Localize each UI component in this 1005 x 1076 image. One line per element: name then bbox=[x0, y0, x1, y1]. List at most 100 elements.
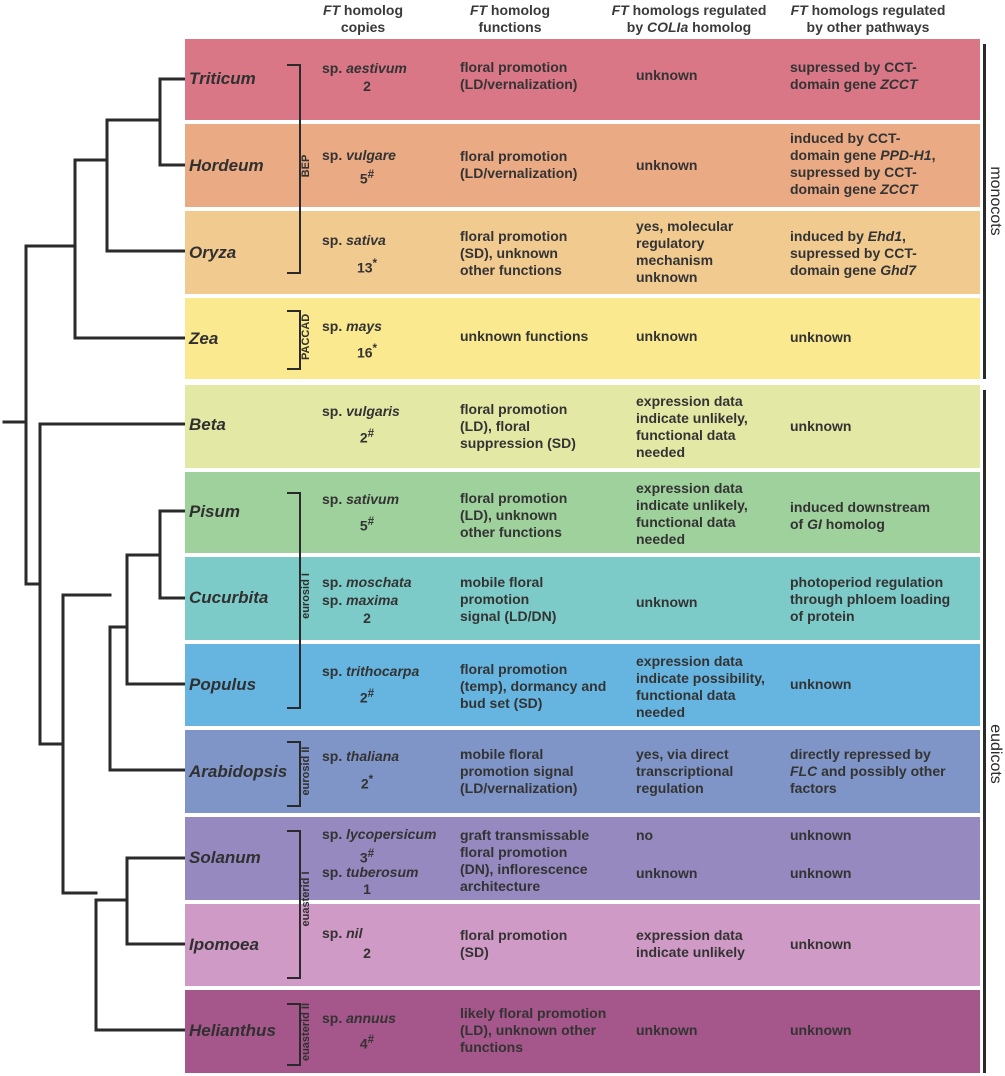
col-regulation-text: unknown bbox=[636, 1022, 698, 1038]
species-line: sp. annuus bbox=[322, 1010, 396, 1026]
genus-label: Zea bbox=[189, 329, 219, 348]
eudicots-line bbox=[983, 390, 986, 1073]
col-regulation-text: yes, via direct transcriptional regulati… bbox=[636, 746, 734, 796]
other-pathway-text: unknown bbox=[790, 1022, 852, 1038]
col-regulation-text: expression data indicate unlikely, funct… bbox=[636, 393, 748, 460]
function-text: likely floral promotion (LD), unknown ot… bbox=[460, 1005, 607, 1055]
eurosid1-label: eurosid I bbox=[300, 573, 312, 619]
other-pathway-text: supressed by CCT- domain gene ZCCT bbox=[790, 59, 918, 92]
function-text: mobile floral promotion signal (LD/verna… bbox=[460, 746, 578, 796]
genus-label: Triticum bbox=[189, 69, 256, 88]
function-text: floral promotion (SD), unknown other fun… bbox=[460, 228, 568, 278]
row-oryza bbox=[185, 211, 980, 294]
genus-label: Cucurbita bbox=[189, 588, 269, 607]
copy-count: 2 bbox=[363, 610, 371, 626]
col-regulation-text: unknown bbox=[636, 67, 698, 83]
euasterid2-bracket bbox=[287, 1003, 301, 1066]
euasterid1-bracket bbox=[287, 830, 301, 979]
other-pathway-text: unknown bbox=[790, 676, 852, 692]
genus-label: Solanum bbox=[189, 848, 261, 867]
genus-label: Populus bbox=[189, 675, 257, 694]
copy-count: 2# bbox=[359, 687, 375, 706]
species-line: sp. thaliana bbox=[322, 748, 400, 764]
bep-bracket bbox=[287, 64, 301, 274]
genus-label: Pisum bbox=[189, 502, 241, 521]
copy-count: 5# bbox=[359, 168, 375, 187]
col-regulation-text: expression data indicate unlikely, funct… bbox=[636, 480, 748, 547]
genus-label: Ipomoea bbox=[189, 935, 259, 954]
phylogenetic-tree bbox=[2, 77, 185, 1032]
other-pathway-text: induced by CCT- domain gene PPD-H1, supr… bbox=[790, 130, 936, 197]
species-line: sp. sativum bbox=[322, 491, 400, 507]
species-line: sp. vulgaris bbox=[322, 403, 400, 419]
row-cucurbita bbox=[185, 557, 980, 640]
copy-count: 13* bbox=[356, 257, 378, 276]
species-line: sp. nil bbox=[322, 925, 363, 941]
function-text: floral promotion (LD/vernalization) bbox=[460, 59, 578, 92]
copy-count: 2# bbox=[359, 427, 375, 446]
col-regulation-text: yes, molecular regulatory mechanism unkn… bbox=[636, 218, 734, 285]
col-regulation-text: unknown bbox=[636, 157, 698, 173]
header-copies: FT homolog copies bbox=[322, 2, 404, 35]
paccad-bracket bbox=[287, 310, 301, 370]
species-line: sp. moschata bbox=[322, 574, 412, 590]
row-helianthus bbox=[185, 990, 980, 1073]
function-text: floral promotion (temp), dormancy and bu… bbox=[460, 661, 607, 711]
header-col: FT homologs regulated by COLIa homolog bbox=[611, 2, 767, 35]
row-pisum bbox=[185, 472, 980, 553]
other-pathway-text: unknown bbox=[790, 827, 852, 843]
species-line: sp. sativa bbox=[322, 232, 386, 248]
other-pathway-text: unknown bbox=[790, 865, 852, 881]
species-line: sp. mays bbox=[322, 318, 382, 334]
species-line: sp. lycopersicum bbox=[322, 826, 437, 842]
eurosid2-bracket bbox=[287, 741, 301, 807]
row-zea bbox=[185, 298, 980, 379]
other-pathway-text: photoperiod regulation through phloem lo… bbox=[790, 574, 951, 624]
other-pathway-text: induced downstream of GI homolog bbox=[790, 499, 931, 532]
function-text: floral promotion (SD) bbox=[460, 927, 568, 960]
function-text: floral promotion (LD), floral suppressio… bbox=[460, 401, 576, 451]
row-populus bbox=[185, 644, 980, 726]
monocots-line bbox=[983, 44, 986, 379]
copy-count: 2* bbox=[360, 773, 374, 792]
euasterid1-label: euasterid I bbox=[300, 871, 312, 927]
paccad-label: PACCAD bbox=[300, 313, 312, 360]
function-text: unknown functions bbox=[460, 328, 589, 344]
other-pathway-text: directly repressed by FLC and possibly o… bbox=[790, 746, 946, 796]
row-beta bbox=[185, 385, 980, 468]
function-text: floral promotion (LD), unknown other fun… bbox=[460, 490, 568, 540]
col-regulation-text: unknown bbox=[636, 328, 698, 344]
species-line: sp. maxima bbox=[322, 592, 399, 608]
row-arabidopsis bbox=[185, 730, 980, 813]
header-functions: FT homolog functions bbox=[469, 2, 551, 35]
row-solanum bbox=[185, 817, 980, 900]
row-ipomoea bbox=[185, 904, 980, 986]
eurosid2-label: eurosid II bbox=[300, 746, 312, 796]
copy-count: 1 bbox=[363, 881, 371, 897]
species-line: sp. vulgare bbox=[322, 147, 396, 163]
function-text: mobile floral promotion signal (LD/DN) bbox=[460, 574, 557, 624]
euasterid2-label: euasterid II bbox=[300, 1002, 312, 1062]
bep-label: BEP bbox=[300, 154, 312, 178]
copy-count: 5# bbox=[359, 515, 375, 534]
other-pathway-text: unknown bbox=[790, 418, 852, 434]
species-line: sp. trithocarpa bbox=[322, 663, 420, 679]
copy-count: 2 bbox=[363, 945, 371, 961]
col-regulation-text: no bbox=[636, 827, 654, 843]
other-pathway-text: unknown bbox=[790, 329, 852, 345]
col-regulation-text: expression data indicate unlikely bbox=[636, 927, 745, 960]
function-text: graft transmissable floral promotion (DN… bbox=[460, 827, 590, 894]
species-line: sp. tuberosum bbox=[322, 864, 419, 880]
copy-count: 3# bbox=[359, 847, 375, 866]
copy-count: 16* bbox=[356, 342, 378, 361]
copy-count: 2 bbox=[363, 78, 371, 94]
row-hordeum bbox=[185, 124, 980, 207]
species-line: sp. aestivum bbox=[322, 60, 407, 76]
row-triticum bbox=[185, 39, 980, 120]
col-regulation-text: expression data indicate possibility, fu… bbox=[636, 653, 765, 720]
header-other: FT homologs regulated by other pathways bbox=[790, 2, 946, 35]
other-pathway-text: induced by Ehd1, supressed by CCT- domai… bbox=[790, 228, 917, 278]
genus-label: Oryza bbox=[189, 243, 237, 262]
function-text: floral promotion (LD/vernalization) bbox=[460, 148, 578, 181]
col-regulation-text: unknown bbox=[636, 594, 698, 610]
